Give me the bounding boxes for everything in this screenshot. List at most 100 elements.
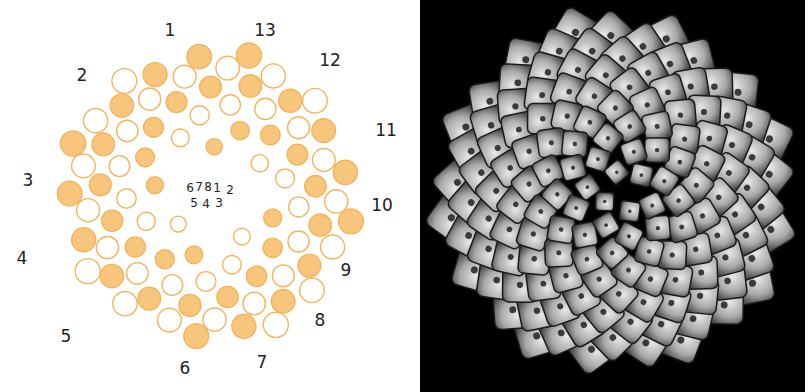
cone-scale — [72, 228, 96, 252]
scale-tip — [614, 170, 619, 175]
spiral-number: 7 — [257, 354, 268, 371]
scale-tip — [670, 252, 675, 257]
scale-tip — [743, 183, 752, 192]
scale-body — [645, 138, 669, 162]
scale-body — [570, 242, 604, 276]
scale-tip — [615, 290, 623, 298]
scale-tip — [571, 165, 576, 170]
scale-body — [592, 211, 620, 239]
scale-tip — [626, 83, 634, 91]
scale-body — [595, 192, 614, 211]
scale-tip — [517, 282, 523, 288]
cone-scale — [271, 289, 295, 313]
scale-body — [629, 163, 653, 187]
scale-tip — [494, 144, 502, 152]
cone-scale — [155, 250, 174, 269]
scale-tip — [627, 123, 633, 129]
cone-scale — [170, 216, 186, 232]
spiral-number: 5 — [190, 197, 198, 209]
scale-tip — [644, 101, 651, 108]
cone-scale-photo — [570, 242, 604, 276]
cone-scale — [127, 263, 149, 285]
scale-tip — [715, 193, 723, 201]
scale-tip — [641, 338, 650, 347]
scale-tip — [556, 250, 561, 255]
scale-tip — [530, 231, 537, 238]
scale-tip — [512, 103, 519, 110]
scale-tip — [618, 54, 627, 63]
scale-tip — [728, 141, 736, 149]
cone-scale — [232, 314, 256, 338]
spiral-number: 7 — [195, 181, 203, 193]
scale-tip — [515, 126, 522, 133]
cone-scale — [251, 155, 268, 172]
scale-tip — [554, 191, 560, 197]
scale-tip — [711, 83, 718, 90]
scale-tip — [506, 164, 514, 172]
scale-tip — [533, 307, 541, 315]
scale-tip — [572, 142, 577, 147]
scale-tip — [756, 202, 765, 211]
cone-scale — [138, 287, 161, 310]
scale-tip — [470, 266, 479, 275]
pinecone-photo — [424, 6, 797, 376]
scale-body — [561, 130, 588, 157]
scale-tip — [748, 153, 757, 162]
scale-tip — [602, 71, 610, 79]
scale-tip — [679, 224, 685, 230]
spiral-number: 10 — [371, 197, 393, 214]
cone-scale — [61, 131, 86, 156]
cone-scale — [162, 275, 183, 296]
scale-tip — [656, 226, 661, 231]
scale-tip — [748, 254, 757, 263]
scale-tip — [612, 104, 619, 111]
scale-body — [604, 159, 630, 185]
cone-scale — [333, 160, 357, 184]
scale-tip — [677, 159, 683, 165]
scale-tip — [606, 31, 616, 41]
scale-tip — [731, 210, 739, 218]
cone-scale — [255, 98, 276, 119]
scale-tip — [486, 97, 494, 105]
scale-tip — [574, 66, 582, 74]
scale-tip — [467, 147, 476, 156]
cone-scale — [190, 106, 209, 125]
scale-tip — [609, 250, 615, 256]
cone-scale — [276, 169, 295, 188]
scale-tip — [724, 277, 731, 284]
scale-tip — [638, 42, 647, 51]
scale-tip — [540, 280, 546, 286]
scale-tip — [526, 180, 533, 187]
scale-tip — [664, 89, 671, 96]
cone-scale — [305, 176, 327, 198]
cone-scale — [173, 65, 196, 88]
cone-scale-photo — [595, 192, 614, 211]
cone-scale — [144, 117, 164, 137]
cone-scale — [321, 235, 345, 259]
scale-tip — [667, 299, 675, 307]
spiral-number: 4 — [202, 198, 210, 210]
cone-scale — [196, 272, 216, 292]
scale-tip — [531, 256, 537, 262]
scale-tip — [639, 173, 643, 177]
cone-scale — [261, 125, 281, 145]
spiral-number: 1 — [213, 182, 221, 194]
scale-tip — [545, 168, 551, 174]
cone-scale — [139, 88, 161, 110]
scale-tip — [467, 198, 476, 207]
scale-tip — [682, 136, 688, 142]
scale-tip — [526, 148, 533, 155]
cone-scale — [109, 156, 130, 177]
scale-tip — [564, 113, 570, 119]
scale-tip — [693, 182, 700, 189]
scale-tip — [506, 226, 514, 234]
cone-scale — [57, 181, 82, 206]
cone-scale — [234, 228, 251, 245]
cone-scale — [113, 291, 137, 315]
scale-body — [638, 191, 667, 220]
spiral-number: 4 — [17, 250, 28, 267]
cone-scale — [216, 56, 240, 80]
cone-scale-photo — [604, 159, 630, 185]
scale-tip — [721, 302, 728, 309]
spiral-number: 3 — [23, 172, 34, 189]
